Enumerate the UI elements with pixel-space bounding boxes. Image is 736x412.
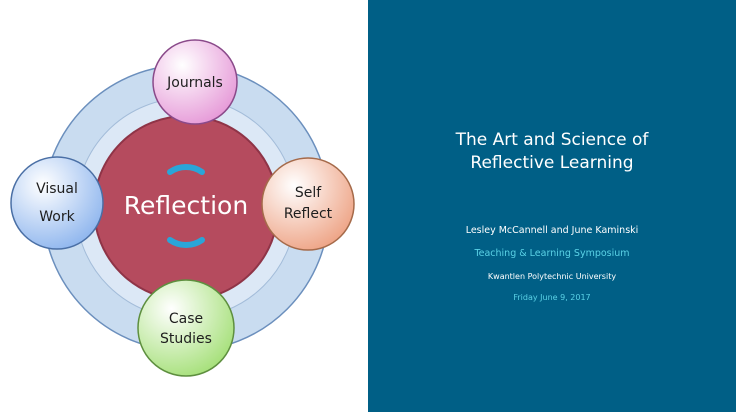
node-journals-circle <box>152 39 238 125</box>
diagram-panel: Reflection Journals Visual Work Self Ref… <box>10 39 355 377</box>
node-case-studies-label-line2: Studies <box>160 331 212 347</box>
node-case-studies-label-line1: Case <box>169 311 203 327</box>
node-case-studies-circle <box>137 279 235 377</box>
presentation-date: Friday June 9, 2017 <box>513 293 591 302</box>
event-name: Teaching & Learning Symposium <box>474 248 630 259</box>
cycle-arrow-bottom-icon <box>167 237 205 249</box>
institution: Kwantlen Polytechnic University <box>487 272 617 281</box>
title-panel: The Art and Science of Reflective Learni… <box>368 0 736 412</box>
node-self-reflect-label-line1: Self <box>295 185 322 201</box>
node-journals-label: Journals <box>166 75 223 91</box>
authors: Lesley McCannell and June Kaminski <box>465 225 639 236</box>
cycle-arrow-top-icon <box>167 163 205 175</box>
node-self-reflect-label-line2: Reflect <box>284 206 333 222</box>
node-visual-work-label-line2: Work <box>39 209 75 225</box>
node-visual-work-circle <box>10 156 104 250</box>
node-visual-work-label-line1: Visual <box>36 181 78 197</box>
title-line-1: The Art and Science of <box>455 130 649 150</box>
title-line-2: Reflective Learning <box>470 153 634 173</box>
node-self-reflect-circle <box>261 157 355 251</box>
center-label: Reflection <box>124 191 248 220</box>
reflection-cycle-diagram: Reflection Journals Visual Work Self Ref… <box>10 39 355 377</box>
